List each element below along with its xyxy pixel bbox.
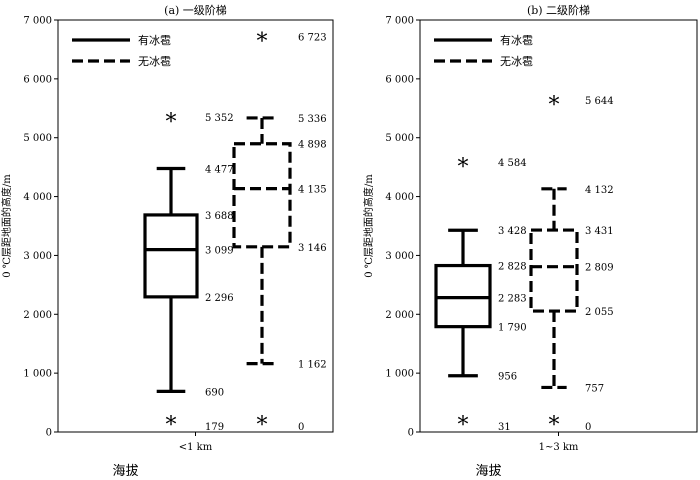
outlier-label: 4 584: [498, 158, 527, 169]
outlier-marker: *: [549, 413, 560, 438]
value-label-q1: 2 055: [585, 307, 614, 318]
outlier-marker: *: [257, 413, 268, 438]
outlier-marker: *: [458, 155, 469, 180]
y-tick-label: 5 000: [23, 133, 52, 144]
legend-label: 无冰雹: [500, 55, 533, 68]
value-label-max: 4 477: [205, 164, 234, 175]
y-tick-label: 3 000: [23, 251, 52, 262]
box-dashed: 5 336 4 898 4 135 3 146 1 162 * 6 723 * 0: [232, 29, 327, 438]
value-label-median: 4 135: [298, 185, 327, 196]
outlier-label: 0: [585, 422, 591, 433]
outlier-label: 31: [498, 422, 511, 433]
x-axis-label: 海拔: [475, 464, 501, 479]
value-label-q3: 2 828: [498, 262, 527, 273]
value-label-max: 4 132: [585, 185, 614, 196]
value-label-max: 3 428: [498, 226, 527, 237]
y-tick-label: 6 000: [385, 74, 414, 85]
y-tick-label: 6 000: [23, 74, 52, 85]
value-label-q3: 4 898: [298, 140, 327, 151]
value-label-min: 690: [205, 387, 224, 398]
legend-label: 有冰雹: [138, 33, 171, 47]
value-label-median: 3 099: [205, 246, 234, 257]
iqr-box: [232, 142, 292, 249]
outlier-label: 5 352: [205, 113, 234, 124]
value-label-min: 757: [585, 383, 604, 394]
box-dashed: 4 132 3 431 2 809 2 055 757 * 5 644 * 0: [529, 93, 614, 438]
value-label-max: 5 336: [298, 114, 327, 125]
value-label-q1: 3 146: [298, 243, 327, 254]
outlier-marker: *: [166, 110, 177, 135]
legend-label: 无冰雹: [138, 55, 171, 68]
outlier-marker: *: [458, 413, 469, 438]
box-solid: 3 428 2 828 2 283 1 790 956 * 4 584 * 31: [434, 155, 527, 438]
y-tick-label: 1 000: [23, 369, 52, 380]
y-tick-label: 2 000: [23, 310, 52, 321]
y-axis-label: 0 ℃层距地面的高度/m: [0, 174, 13, 278]
legend-label: 有冰雹: [500, 33, 533, 47]
panel-title: (a) 一级阶梯: [164, 3, 227, 17]
x-category-label: 1~3 km: [539, 442, 579, 453]
y-tick-label: 3 000: [385, 251, 414, 262]
outlier-label: 179: [205, 422, 224, 433]
iqr-box: [143, 213, 199, 299]
value-label-q3: 3 431: [585, 226, 614, 237]
x-category-label: <1 km: [179, 442, 213, 453]
value-label-min: 956: [498, 372, 517, 383]
y-tick-label: 5 000: [385, 133, 414, 144]
y-tick-label: 0: [408, 428, 414, 439]
value-label-q1: 2 296: [205, 293, 234, 304]
box-solid: 4 477 3 688 3 099 2 296 690 * 5 352 * 179: [143, 110, 234, 438]
value-label-median: 2 283: [498, 294, 527, 305]
x-axis-label: 海拔: [112, 464, 138, 479]
iqr-box: [529, 228, 579, 313]
outlier-marker: *: [257, 29, 268, 54]
outlier-label: 5 644: [585, 96, 614, 107]
y-tick-label: 4 000: [23, 192, 52, 203]
y-tick-label: 7 000: [385, 16, 414, 27]
panel-a: (a) 一级阶梯 0 1 000 2 000 3 000 4 000 5 000 6 000 7…: [0, 3, 334, 479]
outlier-marker: *: [166, 413, 177, 438]
value-label-median: 2 809: [585, 263, 614, 274]
outlier-marker: *: [549, 93, 560, 118]
y-tick-label: 4 000: [385, 192, 414, 203]
value-label-q1: 1 790: [498, 323, 527, 334]
panel-b: (b) 二级阶梯 0 1 000 2 000 3 000 4 000 5 000 6 000 7…: [362, 3, 698, 479]
y-tick-label: 0: [46, 428, 52, 439]
panel-title: (b) 二级阶梯: [527, 3, 590, 17]
outlier-label: 6 723: [298, 32, 327, 43]
y-axis-label: 0 ℃层距地面的高度/m: [362, 174, 375, 278]
y-tick-label: 1 000: [385, 369, 414, 380]
value-label-q3: 3 688: [205, 211, 234, 222]
y-tick-label: 7 000: [23, 16, 52, 27]
outlier-label: 0: [298, 422, 304, 433]
value-label-min: 1 162: [298, 360, 327, 371]
y-tick-label: 2 000: [385, 310, 414, 321]
